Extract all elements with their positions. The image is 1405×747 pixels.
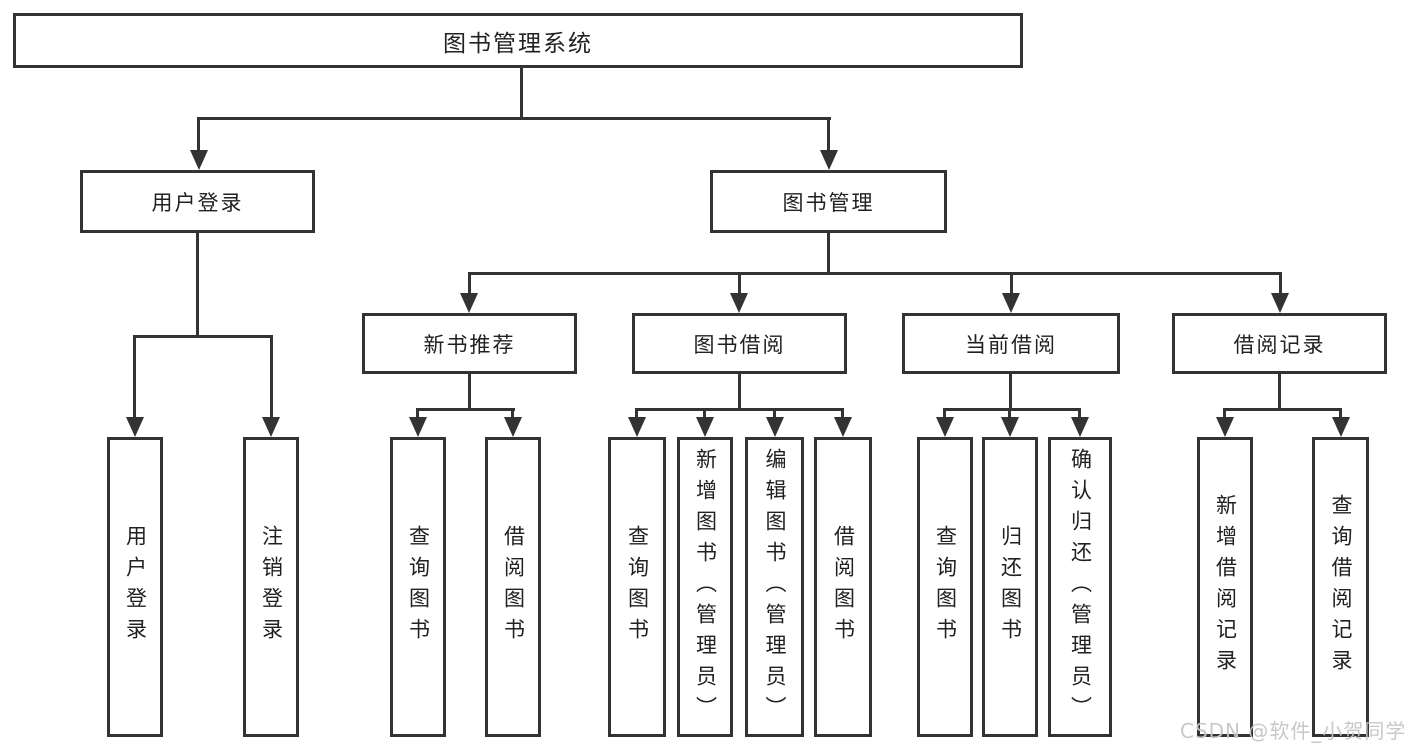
connector-group-hline (1223, 408, 1342, 411)
arrow-down-icon (504, 417, 522, 437)
node-label: 用户登录 (123, 525, 148, 649)
arrow-down-icon (1216, 417, 1234, 437)
arrow-down-icon (936, 417, 954, 437)
connector-stem (270, 335, 273, 419)
node-label: 借阅图书 (501, 525, 526, 649)
arrow-down-icon (628, 417, 646, 437)
connector-stem (1010, 272, 1013, 295)
node-library-system: 图书管理系统 (13, 13, 1023, 68)
node-label: 图书管理系统 (443, 30, 593, 57)
connector-stem (1223, 408, 1226, 419)
connector-stem (635, 408, 638, 419)
leaf-query-books-current: 查询图书 (917, 437, 973, 737)
leaf-query-borrow-record: 查询借阅记录 (1312, 437, 1369, 737)
node-label: 新增图书（管理员） (693, 447, 718, 727)
node-label: 查询图书 (933, 525, 958, 649)
connector-stem (703, 408, 706, 419)
node-borrow-records: 借阅记录 (1172, 313, 1387, 374)
node-label: 查询借阅记录 (1329, 494, 1354, 680)
arrow-down-icon (730, 293, 748, 313)
connector-group-hline (635, 408, 844, 411)
connector-root-vline (520, 68, 523, 119)
arrow-down-icon (820, 150, 838, 170)
connector-group-hline (943, 408, 1081, 411)
arrow-down-icon (1332, 417, 1350, 437)
connector-stem (133, 335, 136, 419)
leaf-query-books-borrow: 查询图书 (608, 437, 666, 737)
node-label: 新书推荐 (423, 332, 516, 357)
connector-group-hline (416, 408, 515, 411)
node-label: 归还图书 (998, 525, 1023, 649)
connector-stem (841, 408, 844, 419)
connector-stem (197, 117, 200, 153)
connector-group-vline (738, 374, 741, 410)
connector-stem (1279, 272, 1282, 295)
arrow-down-icon (696, 417, 714, 437)
leaf-add-borrow-record: 新增借阅记录 (1197, 437, 1253, 737)
node-label: 查询图书 (625, 525, 650, 649)
leaf-logout: 注销登录 (243, 437, 299, 737)
leaf-add-books-admin: 新增图书（管理员） (677, 437, 733, 737)
connector-stem (1008, 408, 1011, 419)
connector-stem (1339, 408, 1342, 419)
arrow-down-icon (409, 417, 427, 437)
connector-stem (738, 272, 741, 295)
connector-level3-hline (468, 272, 1282, 275)
node-label: 编辑图书（管理员） (763, 447, 788, 727)
arrow-down-icon (190, 150, 208, 170)
node-label: 查询图书 (406, 525, 431, 649)
leaf-confirm-return-admin: 确认归还（管理员） (1048, 437, 1112, 737)
connector-stem (468, 272, 471, 295)
node-label: 用户登录 (151, 190, 244, 215)
arrow-down-icon (262, 417, 280, 437)
connector-bookmgmt-vline (827, 233, 830, 274)
connector-group-vline (1278, 374, 1281, 410)
connector-stem (1078, 408, 1081, 419)
node-book-borrow: 图书借阅 (632, 313, 847, 374)
arrow-down-icon (460, 293, 478, 313)
arrow-down-icon (1002, 293, 1020, 313)
node-label: 新增借阅记录 (1213, 494, 1238, 680)
connector-level2-hline (197, 117, 831, 120)
arrow-down-icon (1001, 417, 1019, 437)
connector-group-vline (468, 374, 471, 410)
arrow-down-icon (1071, 417, 1089, 437)
node-current-borrow: 当前借阅 (902, 313, 1120, 374)
connector-stem (773, 408, 776, 419)
node-new-book-recommend: 新书推荐 (362, 313, 577, 374)
arrow-down-icon (126, 417, 144, 437)
node-label: 当前借阅 (965, 332, 1057, 357)
connector-stem (943, 408, 946, 419)
node-label: 确认归还（管理员） (1068, 447, 1093, 727)
csdn-watermark: CSDN @软件_小贺同学 (1180, 719, 1405, 743)
leaf-edit-books-admin: 编辑图书（管理员） (745, 437, 804, 737)
connector-group-vline (1009, 374, 1012, 410)
connector-stem (827, 117, 830, 153)
leaf-borrow-books-recommend: 借阅图书 (485, 437, 541, 737)
leaf-borrow-books: 借阅图书 (814, 437, 872, 737)
node-label: 图书借阅 (693, 332, 786, 357)
leaf-user-login: 用户登录 (107, 437, 163, 737)
node-user-login: 用户登录 (80, 170, 315, 233)
connector-stem (416, 408, 419, 419)
leaf-return-books: 归还图书 (982, 437, 1038, 737)
connector-stem (511, 408, 514, 419)
node-label: 借阅记录 (1233, 332, 1326, 357)
connector-userlogin-vline (196, 233, 199, 337)
node-label: 注销登录 (259, 525, 284, 649)
node-label: 借阅图书 (831, 525, 856, 649)
arrow-down-icon (834, 417, 852, 437)
connector-userlogin-hline (133, 335, 273, 338)
arrow-down-icon (766, 417, 784, 437)
arrow-down-icon (1271, 293, 1289, 313)
node-book-management: 图书管理 (710, 170, 947, 233)
leaf-query-books-recommend: 查询图书 (390, 437, 446, 737)
node-label: 图书管理 (782, 190, 875, 215)
